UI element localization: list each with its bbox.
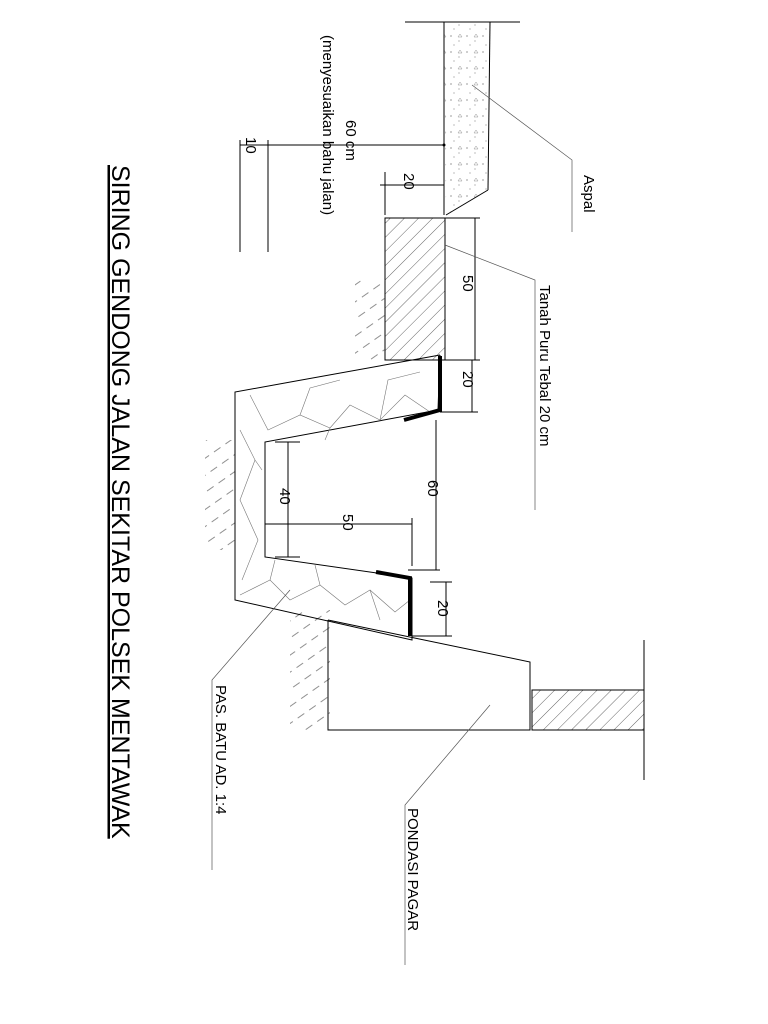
label-bahu-jalan-60: 60 cm (342, 120, 359, 161)
dim-60: 60 (424, 480, 441, 497)
aspal-layer (405, 21, 520, 216)
dim-50-inner: 50 (339, 514, 356, 531)
label-pas-batu: PAS. BATU AD. 1:4 (212, 685, 229, 815)
tanah-puru-block (384, 217, 480, 361)
soil-hatch-upper (205, 280, 385, 730)
upper-lining (403, 356, 442, 422)
dim-10: 10 (242, 137, 259, 154)
label-pondasi-pagar: PONDASI PAGAR (404, 808, 421, 931)
dim-20-mid: 20 (459, 371, 476, 388)
dim-40: 40 (276, 488, 293, 505)
dim-50-right: 50 (459, 275, 476, 292)
dim-20-top: 20 (400, 173, 417, 190)
dimension-lines (239, 140, 480, 637)
label-aspal: Aspal (580, 175, 597, 213)
dim-20-bottom: 20 (434, 600, 451, 617)
label-bahu-jalan-note: (menyesuaikan bahu jalan) (319, 35, 336, 215)
label-tanah-puru: Tanah Puru Tebal 20 cm (536, 285, 553, 447)
leader-lines (211, 84, 573, 965)
pondasi-pagar (327, 619, 645, 780)
title: SIRING GENDONG JALAN SEKITAR POLSEK MENT… (106, 165, 134, 839)
lower-lining (375, 570, 412, 636)
